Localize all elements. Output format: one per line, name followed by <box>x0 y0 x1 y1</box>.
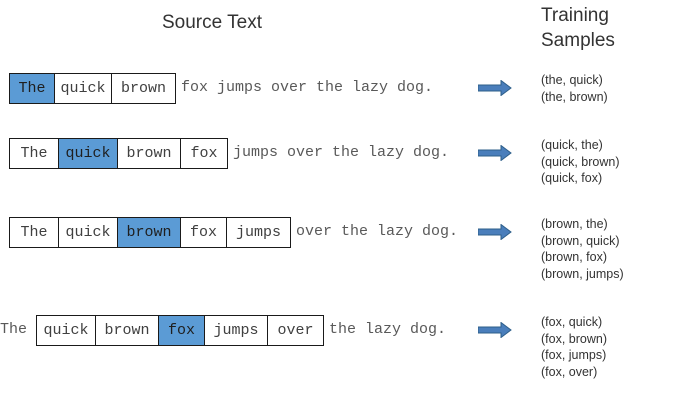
training-sample-group: (brown, the) (brown, quick) (brown, fox) (b… <box>541 216 624 282</box>
word-cell-focus: brown <box>118 217 182 247</box>
page-title-source-text: Source Text <box>162 12 262 33</box>
training-sample-pair: (brown, quick) <box>541 233 620 248</box>
word-cell-focus: quick <box>59 138 119 168</box>
training-sample-pair: (fox, quick) <box>541 315 603 329</box>
word-cell: The <box>10 217 60 247</box>
right-arrow-icon <box>478 80 512 96</box>
sentence-tail-text: the lazy dog. <box>329 321 447 338</box>
sentence-tail-text: over the lazy dog. <box>296 223 459 240</box>
right-arrow-icon <box>478 224 512 240</box>
word-cell: The <box>10 138 60 168</box>
training-sample-pair: (brown, jumps) <box>541 266 624 281</box>
sentence-tail-text: jumps over the lazy dog. <box>233 144 450 161</box>
training-sample-group: (quick, the) (quick, brown) (quick, fox) <box>541 137 620 187</box>
word-cell: over <box>268 315 324 345</box>
training-sample-pair: (the, brown) <box>541 89 608 104</box>
word-cell: quick <box>59 217 119 247</box>
word-cell: fox <box>181 217 228 247</box>
training-sample-pair: (brown, the) <box>541 217 608 231</box>
sentence-lead-spacer <box>0 215 9 249</box>
sentence-lead-spacer <box>0 71 9 105</box>
word-cell: jumps <box>227 217 291 247</box>
word-cell: brown <box>118 138 182 168</box>
training-sample-pair: (quick, fox) <box>541 171 603 185</box>
training-sample-pair: (fox, brown) <box>541 331 607 346</box>
training-sample-pair: (the, quick) <box>541 73 603 87</box>
sentence-lead-spacer <box>0 136 9 170</box>
training-sample-pair: (brown, fox) <box>541 250 607 264</box>
training-sample-pair: (quick, the) <box>541 138 603 152</box>
right-arrow-icon <box>478 322 512 338</box>
word-cell: quick <box>37 315 97 345</box>
word-cell-focus: fox <box>159 315 206 345</box>
word-cell: brown <box>96 315 160 345</box>
word-cell: brown <box>112 73 176 103</box>
sentence-lead-text: The <box>0 321 37 338</box>
training-sample-group: (fox, quick) (fox, brown) (fox, jumps) (fox… <box>541 314 607 380</box>
word-cell: jumps <box>205 315 269 345</box>
word-cell: fox <box>181 138 228 168</box>
page-title-training-samples: Training Samples <box>541 5 615 51</box>
sentence-tail-text: fox jumps over the lazy dog. <box>181 79 434 96</box>
word-cell: quick <box>55 73 113 103</box>
training-sample-pair: (fox, over) <box>541 364 598 379</box>
word-cell-focus: The <box>10 73 56 103</box>
training-sample-group: (the, quick) (the, brown) <box>541 72 608 105</box>
right-arrow-icon <box>478 145 512 161</box>
training-sample-pair: (fox, jumps) <box>541 348 607 362</box>
training-sample-pair: (quick, brown) <box>541 154 620 169</box>
